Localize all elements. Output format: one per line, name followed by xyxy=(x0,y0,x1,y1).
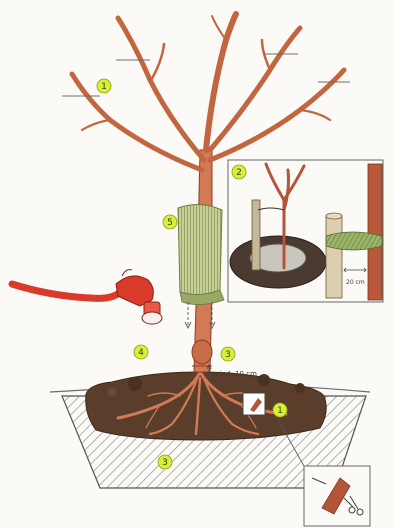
trunk-protection-wrap xyxy=(178,204,224,304)
depth-label: mind. 10 cm xyxy=(213,370,257,378)
step-3-number: 3 xyxy=(225,350,231,360)
step-badge-2: 2 xyxy=(232,165,246,179)
step-2-number: 2 xyxy=(236,168,242,178)
step-badge-1-bottom: 1 xyxy=(273,403,287,417)
stake-distance-label: 20 cm xyxy=(346,279,365,286)
planting-depth-note: mind. 10 cm xyxy=(207,365,257,380)
step-badge-5: 5 xyxy=(163,215,177,229)
step-5-number: 5 xyxy=(167,218,173,228)
step-badge-4: 4 xyxy=(134,345,148,359)
watering-hose xyxy=(12,270,162,324)
step-4-number: 4 xyxy=(138,348,144,358)
step-1-number-bottom: 1 xyxy=(277,406,283,416)
step-badge-1-top: 1 xyxy=(97,79,111,93)
step-badge-3-bottom: 3 xyxy=(158,455,172,469)
step-1-number: 1 xyxy=(101,82,107,92)
graft-detail-box xyxy=(243,393,265,415)
tree-crown xyxy=(72,14,344,170)
step-badge-3-stem: 3 xyxy=(221,347,235,361)
step-3-number-bottom: 3 xyxy=(162,458,168,468)
stake-detail-inset: 20 cm xyxy=(228,160,383,302)
